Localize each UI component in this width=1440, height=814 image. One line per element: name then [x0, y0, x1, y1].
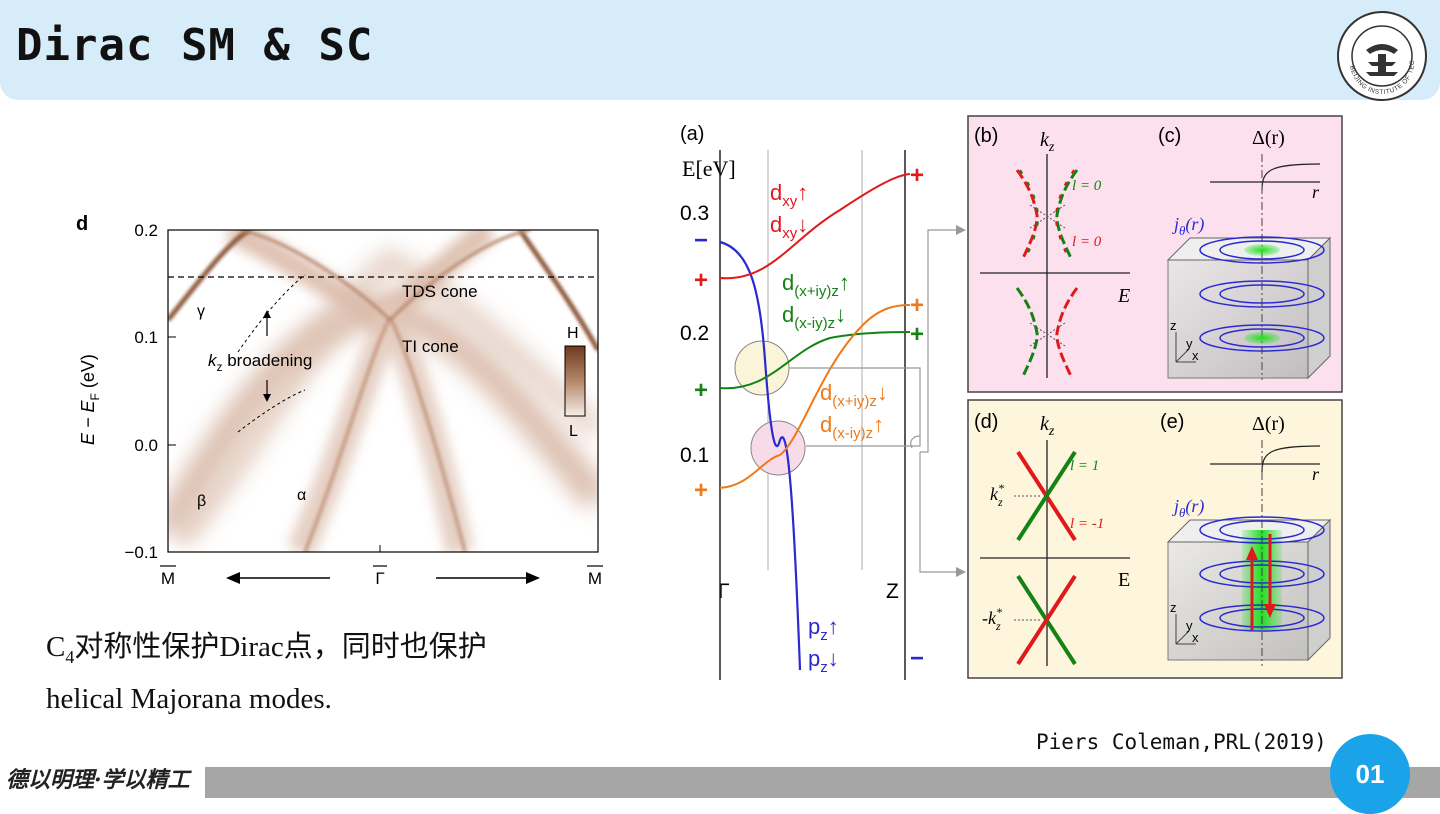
svg-text:+: +: [694, 477, 708, 504]
energy-label-b: E: [1117, 285, 1130, 307]
l0-bottom-label: l = 0: [1072, 234, 1102, 250]
reference-citation: Piers Coleman,PRL(2019): [1036, 730, 1327, 754]
orbital-d2-down: d(x+iy)z↓: [820, 380, 888, 410]
colorbar-low-label: L: [569, 423, 578, 440]
axis-y-c: y: [1186, 336, 1193, 351]
slide-caption: C4对称性保护Dirac点，同时也保护 helical Majorana mod…: [46, 631, 487, 715]
panel-label-b: (b): [974, 125, 998, 147]
alpha-band-label: α: [297, 487, 306, 504]
orbital-d2-up: d(x-iy)z↑: [820, 412, 884, 442]
orbital-d1-down: d(x-iy)z↓: [782, 302, 846, 332]
svg-text:−: −: [910, 645, 924, 672]
x-tick-m-right: M: [588, 569, 602, 588]
svg-text:+: +: [910, 321, 924, 348]
axis-x-e: x: [1192, 630, 1199, 645]
svg-text:−: −: [694, 227, 708, 254]
energy-tick-1: 0.2: [680, 322, 709, 345]
panel-label-c: (c): [1158, 125, 1181, 147]
z-point-label: Z: [886, 580, 899, 603]
lm1-label: l = -1: [1070, 516, 1104, 532]
energy-tick-0: 0.3: [680, 202, 709, 225]
svg-text:+: +: [694, 267, 708, 294]
kz-broadening-label: kz broadening: [208, 351, 312, 374]
panel-label-d: d: [76, 213, 88, 235]
y-tick-2: 0.0: [134, 436, 158, 455]
kz-star-label: k*z: [990, 481, 1004, 509]
university-seal-icon: BEIJING INSTITUTE OF TECHNOLOGY: [1336, 10, 1427, 101]
colorbar: [564, 345, 586, 417]
panel-label-d: (d): [974, 411, 998, 433]
orbital-pz-down: pz↓: [808, 646, 839, 676]
band-structure-figure: (a) E[eV] 0.3 0.2 0.1 Γ Z − + + + + + + …: [680, 115, 1343, 680]
colorbar-high-label: H: [567, 325, 579, 342]
delta-label-e: Δ(r): [1252, 413, 1285, 435]
y-axis-label: E − EF (eV): [78, 354, 102, 445]
panel-label-a: (a): [680, 123, 704, 145]
svg-text:+: +: [910, 292, 924, 319]
r-label-c: r: [1312, 182, 1320, 202]
university-motto: 德以明理·学以精工: [6, 767, 190, 793]
kz-star-neg-label: -k*z: [982, 605, 1002, 633]
svg-text:+: +: [910, 162, 924, 189]
kz-axis-label-b: kz: [1040, 129, 1055, 155]
orbital-d1-up: d(x+iy)z↑: [782, 270, 850, 300]
axis-x-c: x: [1192, 348, 1199, 363]
footer-bar: [205, 767, 1440, 798]
r-label-e: r: [1312, 464, 1320, 484]
arpes-figure: d 0.2 0.1 0.0 −0.1 E − EF (eV) M: [76, 213, 603, 588]
gamma-band-label: γ: [197, 303, 205, 320]
axis-z-e: z: [1170, 600, 1177, 615]
energy-axis-label: E[eV]: [682, 156, 736, 181]
orbital-dxy-up: dxy↑: [770, 180, 808, 210]
l1-label: l = 1: [1070, 458, 1099, 474]
panel-label-e: (e): [1160, 411, 1184, 433]
svg-text:+: +: [694, 377, 708, 404]
gamma-point-label: Γ: [718, 580, 730, 603]
ti-cone-label: TI cone: [402, 337, 459, 356]
page-number-badge: 01: [1330, 734, 1410, 814]
l0-top-label: l = 0: [1072, 178, 1102, 194]
kz-axis-label-d: kz: [1040, 413, 1055, 439]
spectral-intensity: [168, 230, 598, 552]
axis-z-c: z: [1170, 318, 1177, 333]
title-banner: [0, 0, 1440, 100]
x-tick-gamma: Γ: [375, 569, 384, 588]
current-label-e: jθ(r): [1172, 496, 1204, 520]
y-tick-labels: 0.2 0.1 0.0 −0.1: [124, 221, 176, 562]
y-tick-1: 0.1: [134, 328, 158, 347]
current-label-c: jθ(r): [1172, 214, 1204, 238]
slide-title: Dirac SM & SC: [16, 20, 374, 71]
beta-band-label: β: [197, 493, 206, 510]
axis-y-e: y: [1186, 618, 1193, 633]
orbital-pz-up: pz↑: [808, 614, 839, 644]
energy-label-d: E: [1118, 569, 1130, 591]
y-tick-3: −0.1: [124, 543, 158, 562]
x-tick-m-left: M: [161, 569, 175, 588]
delta-label-c: Δ(r): [1252, 127, 1285, 149]
energy-tick-2: 0.1: [680, 444, 709, 467]
tds-cone-label: TDS cone: [402, 282, 478, 301]
y-tick-0: 0.2: [134, 221, 158, 240]
